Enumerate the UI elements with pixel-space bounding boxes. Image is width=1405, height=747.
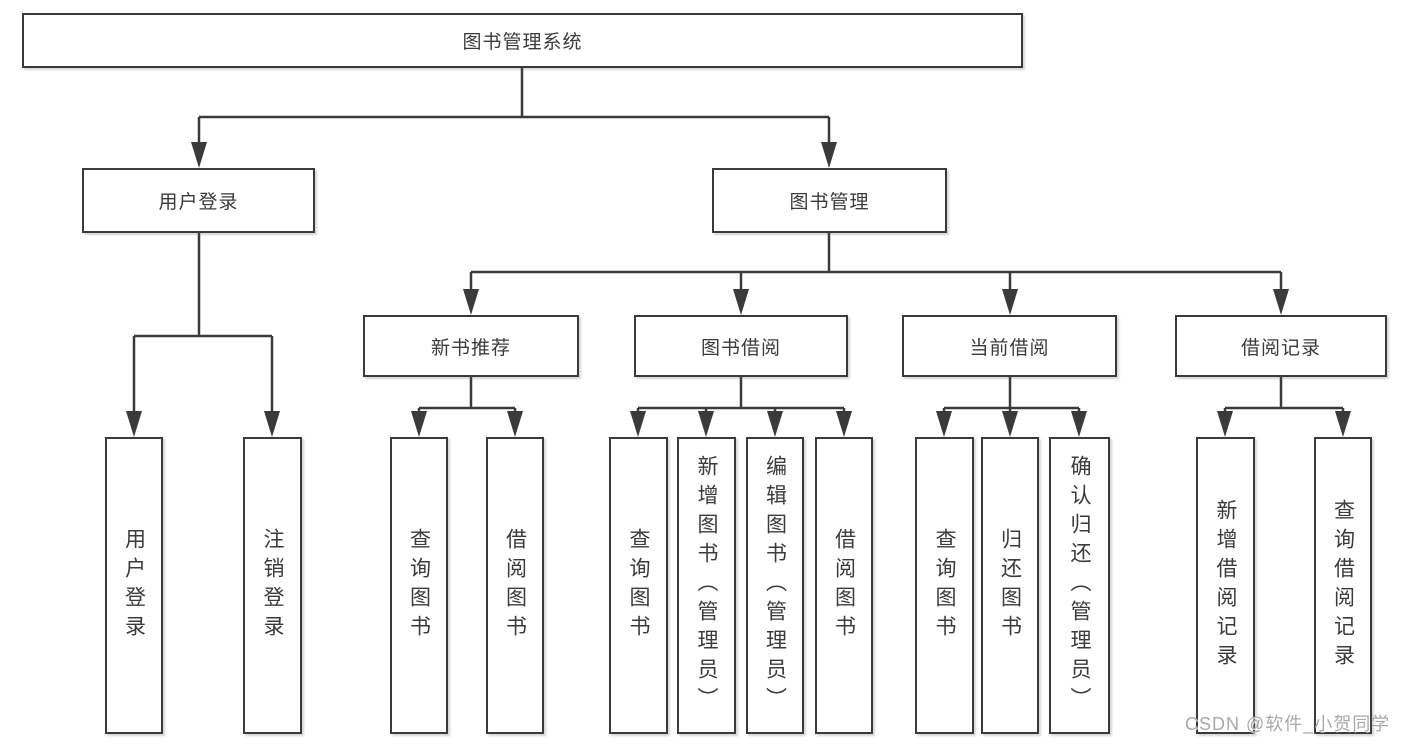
arrowhead-icon bbox=[767, 411, 783, 437]
node-label-leaf-nb-query-book: 查询图书 bbox=[407, 527, 431, 644]
node-label-leaf-rec-add: 新增借阅记录 bbox=[1214, 498, 1237, 673]
node-leaf-rec-add: 新增借阅记录 bbox=[1196, 437, 1255, 734]
arrowhead-icon bbox=[1002, 289, 1018, 315]
arrowhead-icon bbox=[126, 411, 142, 437]
arrowhead-icon bbox=[507, 411, 523, 437]
node-label-leaf-bb-query-book: 查询图书 bbox=[627, 527, 650, 644]
node-leaf-user-login: 用户登录 bbox=[105, 437, 163, 734]
node-leaf-bb-query-book: 查询图书 bbox=[609, 437, 668, 734]
node-label-leaf-nb-borrow-book: 借阅图书 bbox=[503, 527, 527, 644]
arrowhead-icon bbox=[698, 411, 714, 437]
arrowhead-icon bbox=[411, 411, 427, 437]
node-l3-borrow-records: 借阅记录 bbox=[1175, 315, 1387, 377]
arrowhead-icon bbox=[733, 289, 749, 315]
node-label-leaf-cb-query-book: 查询图书 bbox=[933, 527, 956, 644]
node-label-leaf-bb-borrow-book: 借阅图书 bbox=[832, 527, 856, 644]
node-label-leaf-user-login: 用户登录 bbox=[122, 527, 146, 644]
node-leaf-nb-query-book: 查询图书 bbox=[390, 437, 448, 734]
node-l2-book-mgmt: 图书管理 bbox=[712, 168, 947, 233]
node-label-leaf-cb-confirm: 确认归还（管理员） bbox=[1068, 455, 1091, 716]
node-leaf-cb-confirm: 确认归还（管理员） bbox=[1049, 437, 1110, 734]
node-l3-book-borrow: 图书借阅 bbox=[634, 315, 848, 377]
arrowhead-icon bbox=[836, 411, 852, 437]
arrowhead-icon bbox=[191, 142, 207, 168]
arrowhead-icon bbox=[1002, 411, 1018, 437]
node-root: 图书管理系统 bbox=[22, 13, 1023, 68]
arrowhead-icon bbox=[630, 411, 646, 437]
arrowhead-icon bbox=[1335, 411, 1351, 437]
node-label-l2-book-mgmt: 图书管理 bbox=[789, 192, 870, 213]
arrowhead-icon bbox=[463, 289, 479, 315]
watermark-text: CSDN @软件_小贺同学 bbox=[1185, 714, 1391, 734]
node-leaf-nb-borrow-book: 借阅图书 bbox=[486, 437, 544, 734]
node-leaf-rec-query: 查询借阅记录 bbox=[1314, 437, 1372, 734]
node-label-leaf-logout: 注销登录 bbox=[261, 527, 284, 644]
node-label-l3-new-book: 新书推荐 bbox=[430, 337, 511, 359]
arrowhead-icon bbox=[264, 411, 280, 437]
node-label-leaf-bb-edit-book: 编辑图书（管理员） bbox=[763, 455, 787, 716]
node-l3-current-borrow: 当前借阅 bbox=[902, 315, 1117, 377]
node-label-root: 图书管理系统 bbox=[462, 32, 583, 53]
node-leaf-cb-query-book: 查询图书 bbox=[915, 437, 974, 734]
node-label-l3-current-borrow: 当前借阅 bbox=[969, 337, 1050, 359]
node-leaf-bb-add-book: 新增图书（管理员） bbox=[677, 437, 736, 734]
arrowhead-icon bbox=[936, 411, 952, 437]
arrowhead-icon bbox=[1071, 411, 1087, 437]
node-label-leaf-cb-return-book: 归还图书 bbox=[998, 527, 1022, 644]
node-leaf-bb-borrow-book: 借阅图书 bbox=[815, 437, 873, 734]
node-label-leaf-rec-query: 查询借阅记录 bbox=[1331, 498, 1355, 673]
node-label-l3-borrow-records: 借阅记录 bbox=[1240, 337, 1321, 359]
node-leaf-logout: 注销登录 bbox=[243, 437, 302, 734]
node-leaf-bb-edit-book: 编辑图书（管理员） bbox=[746, 437, 804, 734]
arrowhead-icon bbox=[1273, 289, 1289, 315]
node-label-leaf-bb-add-book: 新增图书（管理员） bbox=[695, 455, 718, 716]
node-l2-user-login: 用户登录 bbox=[82, 168, 315, 233]
node-leaf-cb-return-book: 归还图书 bbox=[981, 437, 1039, 734]
node-label-l2-user-login: 用户登录 bbox=[158, 192, 239, 213]
node-l3-new-book: 新书推荐 bbox=[363, 315, 579, 377]
arrowhead-icon bbox=[821, 142, 837, 168]
node-label-l3-book-borrow: 图书借阅 bbox=[700, 337, 781, 359]
arrowhead-icon bbox=[1217, 411, 1233, 437]
